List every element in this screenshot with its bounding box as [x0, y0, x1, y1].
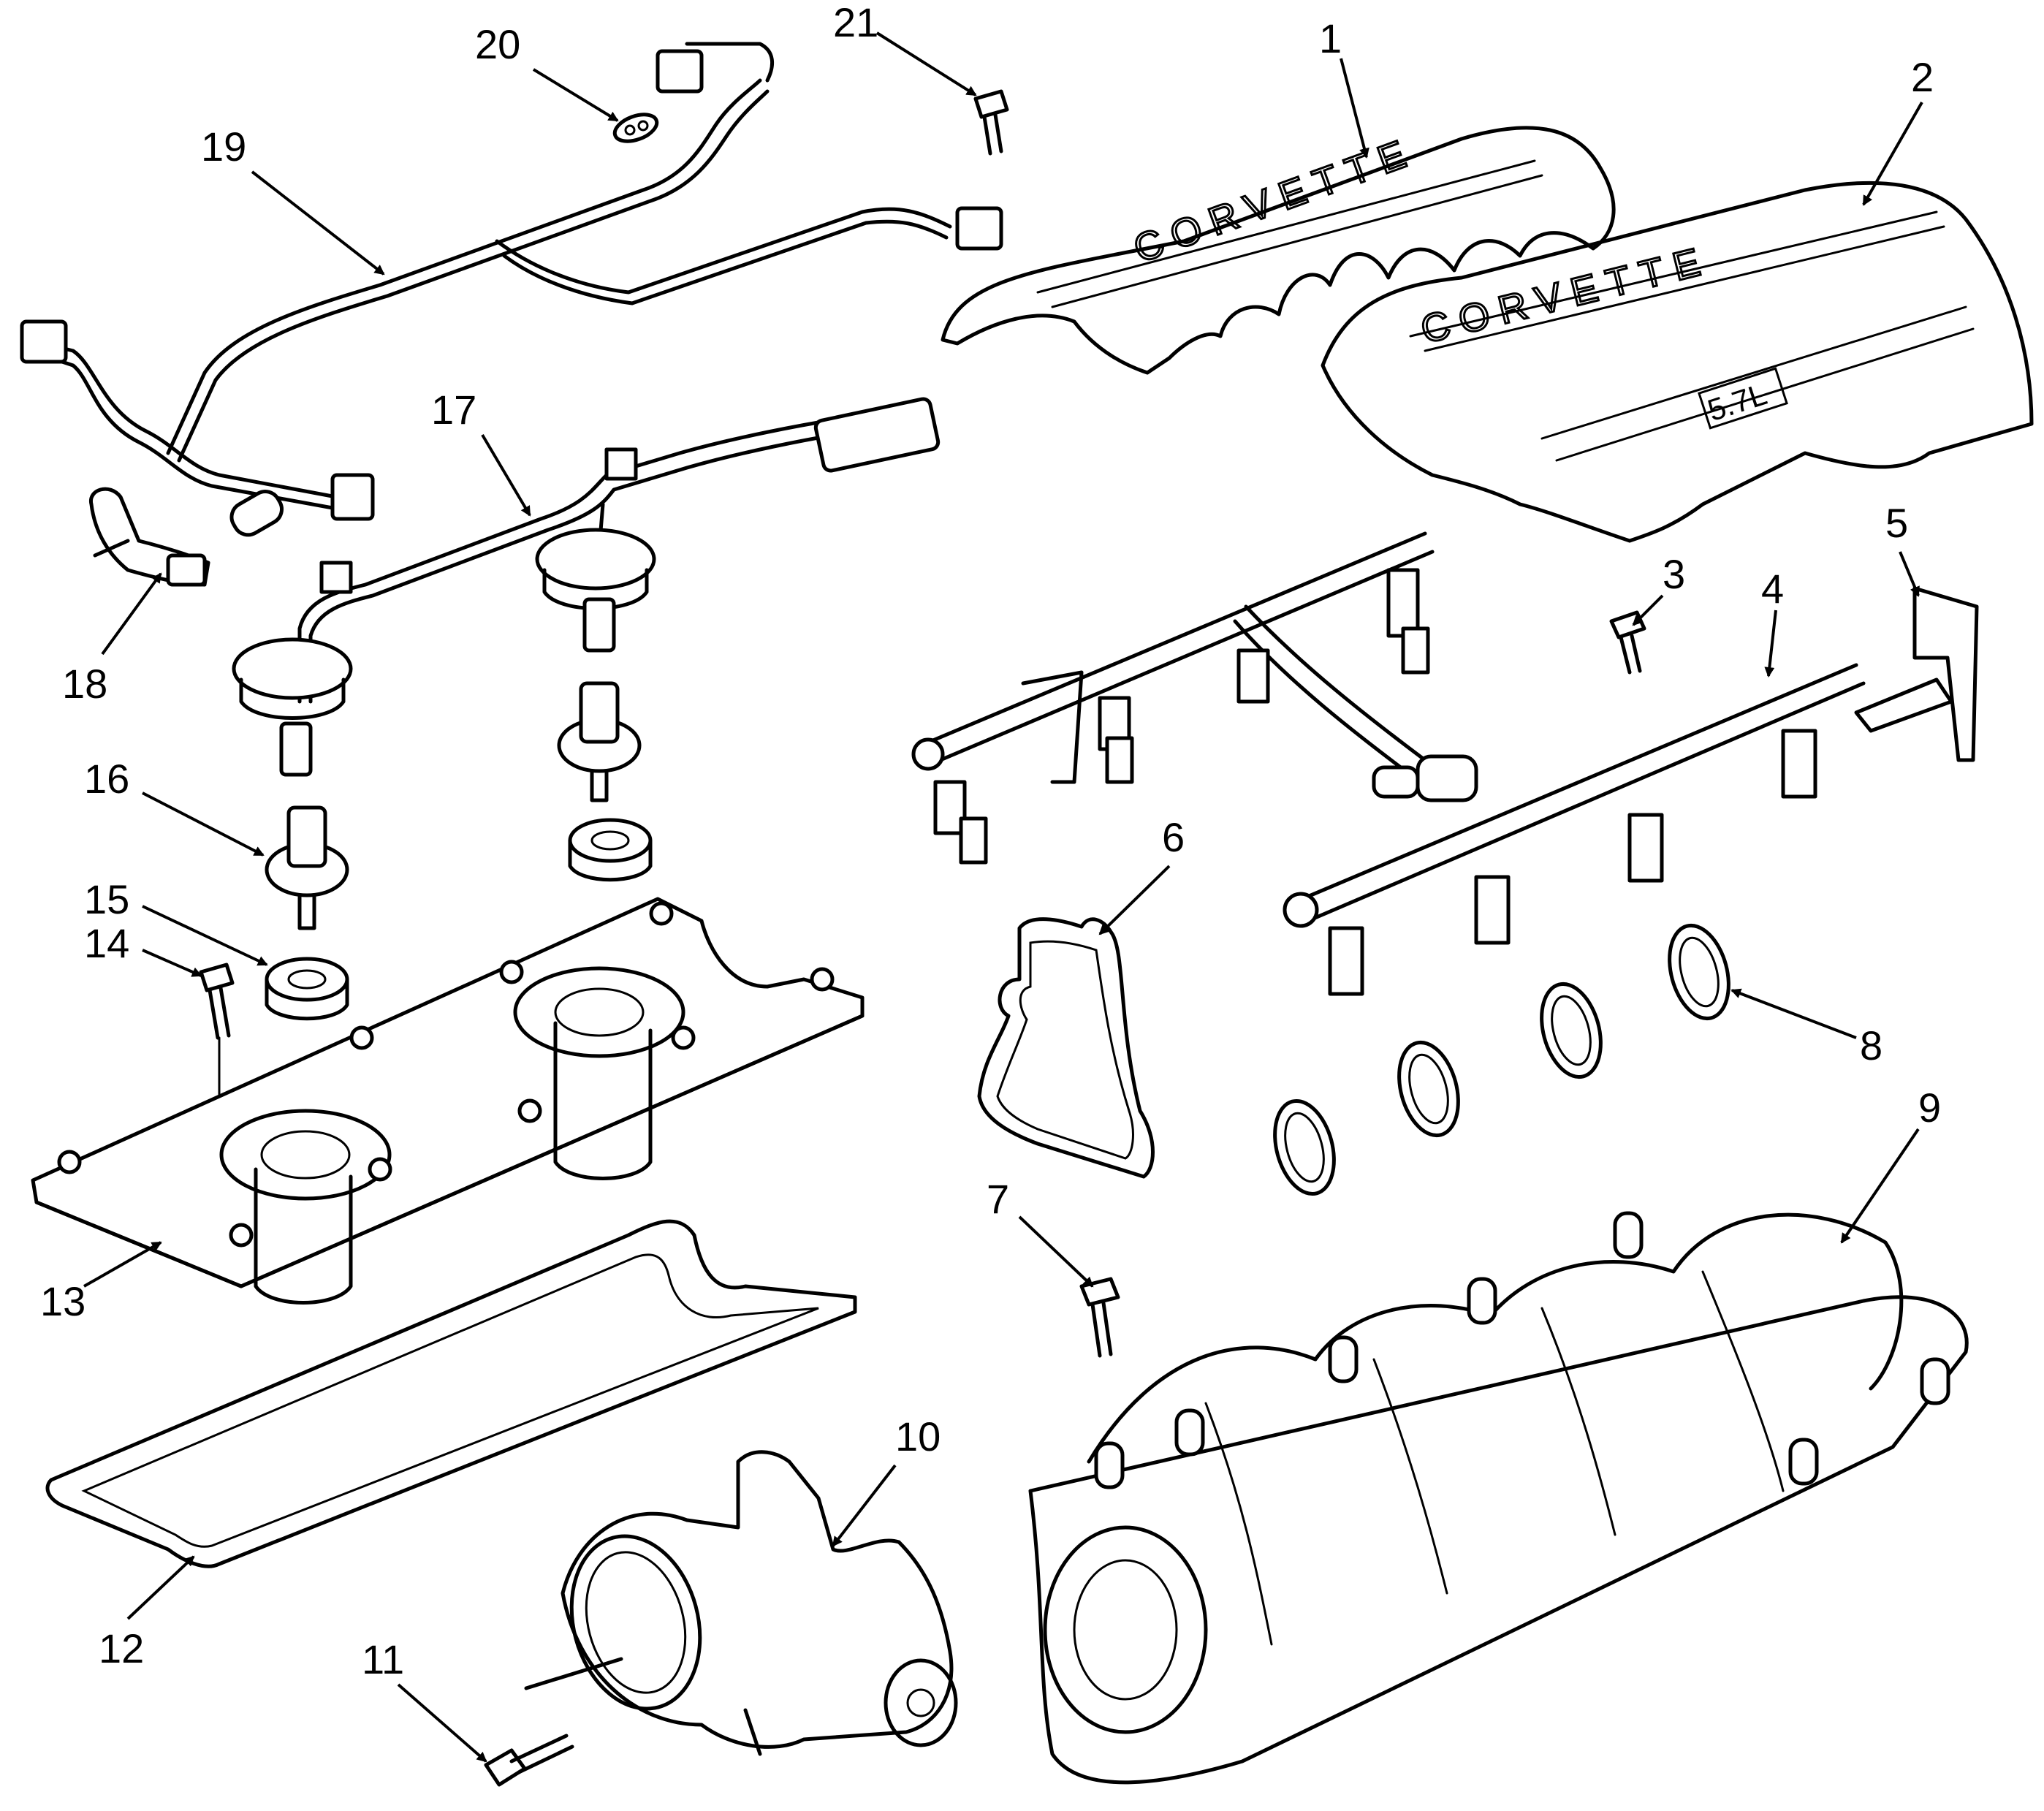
callout-14: 14 — [84, 920, 129, 966]
callout-15: 15 — [84, 876, 129, 922]
knock-sensors-16 — [265, 681, 642, 930]
grommets-15 — [265, 818, 653, 1021]
bolt-3 — [1609, 610, 1646, 675]
callout-7: 7 — [987, 1176, 1009, 1222]
valley-cover-13 — [31, 897, 865, 1305]
callout-18: 18 — [62, 661, 107, 707]
left-cover-emblem: CORVETTE — [1128, 129, 1421, 271]
callout-20: 20 — [475, 21, 520, 67]
callout-numbers: 1 2 3 4 5 6 7 8 9 10 11 12 13 14 15 16 1… — [40, 0, 1941, 1682]
bolt-14 — [199, 963, 235, 1098]
callout-10: 10 — [895, 1413, 941, 1459]
knock-sensor-harness-17 — [232, 397, 941, 777]
callout-3: 3 — [1663, 551, 1685, 597]
harness-19 — [20, 42, 1003, 537]
callout-19: 19 — [201, 124, 246, 170]
callout-5: 5 — [1885, 500, 1908, 546]
gasket-6 — [977, 917, 1155, 1179]
callout-2: 2 — [1911, 54, 1934, 100]
callout-17: 17 — [431, 387, 476, 433]
callout-9: 9 — [1918, 1085, 1941, 1131]
gasket-12 — [45, 1219, 857, 1568]
fuel-rail-assembly — [911, 531, 1866, 996]
callout-21: 21 — [833, 0, 878, 45]
callout-13: 13 — [40, 1278, 86, 1324]
bolt-21 — [973, 89, 1009, 156]
throttle-body — [524, 1450, 958, 1756]
engine-cover-left: CORVETTE — [941, 126, 1616, 375]
sensor-18 — [89, 487, 210, 587]
callout-6: 6 — [1162, 814, 1185, 860]
bolt-7 — [1079, 1277, 1120, 1358]
clip-20 — [612, 113, 659, 143]
bracket-5 — [1854, 586, 1979, 762]
callout-11: 11 — [362, 1636, 404, 1682]
callout-16: 16 — [84, 756, 129, 802]
callout-4: 4 — [1761, 566, 1784, 612]
bolt-11 — [484, 1734, 574, 1787]
callout-8: 8 — [1860, 1022, 1882, 1068]
callout-1: 1 — [1319, 15, 1342, 61]
callout-12: 12 — [99, 1625, 144, 1671]
intake-seals-8 — [1273, 923, 1730, 1196]
callout-leaders — [83, 31, 1923, 1763]
intake-manifold — [1028, 1211, 1969, 1785]
engine-cover-right: CORVETTE 5.7L — [1321, 181, 2034, 543]
